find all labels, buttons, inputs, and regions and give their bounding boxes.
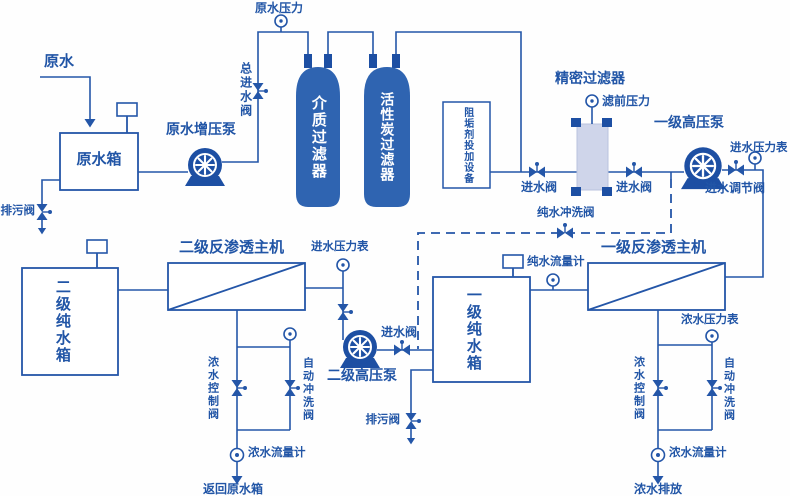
stage1-conc-pressure-gauge-icon bbox=[705, 329, 719, 343]
pipe-raw-inlet bbox=[40, 76, 91, 119]
conc-discharge-label: 浓水排放 bbox=[634, 482, 683, 496]
raw-water-tank-box bbox=[59, 132, 139, 191]
stage1-tank-drain-valve-label: 排污阀 bbox=[365, 414, 401, 426]
pipe-filter2-to-main bbox=[395, 31, 522, 172]
inlet-valve-right-icon bbox=[625, 161, 643, 179]
media-filter-label: 介质过滤器 bbox=[309, 94, 327, 180]
pipe-filter1-to-filter2 bbox=[327, 31, 374, 55]
inlet-valve-left-icon bbox=[528, 161, 546, 179]
stage2-conc-branch-gauge-icon bbox=[283, 327, 297, 341]
raw-booster-pump-icon bbox=[183, 146, 227, 188]
raw-water-tank-label: 原水箱 bbox=[76, 151, 122, 168]
pipe-pure-water-flush-dashed bbox=[417, 179, 672, 349]
raw-tank-drain-valve-icon bbox=[35, 203, 53, 221]
stage1-ro-unit-box bbox=[587, 262, 726, 311]
carbon-filter-label: 活性炭过滤器 bbox=[379, 92, 396, 182]
stage1-auto-flush-valve-icon bbox=[705, 379, 723, 397]
stage1-permeate-flow-meter-label: 纯水流量计 bbox=[527, 256, 585, 268]
stage2-conc-control-valve-label: 浓水控制阀 bbox=[206, 356, 219, 421]
raw-booster-pump-label: 原水增压泵 bbox=[166, 121, 236, 137]
stage1-permeate-flow-meter-icon bbox=[546, 273, 560, 287]
inlet-regulating-valve-icon bbox=[727, 159, 745, 177]
prefilter-pressure-label: 滤前压力 bbox=[602, 94, 651, 108]
stage1-hp-pump-label: 一级高压泵 bbox=[654, 114, 724, 130]
antiscalant-doser-box bbox=[442, 101, 491, 189]
stage1-conc-flow-meter-label: 浓水流量计 bbox=[669, 447, 727, 459]
inlet-valve-left-label: 进水阀 bbox=[521, 180, 558, 194]
precision-filter-vessel bbox=[571, 107, 612, 196]
stage1-conc-flow-meter-icon bbox=[650, 447, 666, 463]
carbon-filter-vessel bbox=[364, 54, 410, 207]
stage1-inlet-pressure-label: 进水压力表 bbox=[730, 142, 788, 154]
stage2-conc-control-valve-icon bbox=[230, 379, 248, 397]
stage2-inlet-pressure-gauge-icon bbox=[336, 258, 350, 272]
stage2-hp-pump-icon bbox=[338, 328, 382, 370]
stage1-pure-tank-box bbox=[432, 276, 531, 383]
stage2-auto-flush-valve-icon bbox=[283, 379, 301, 397]
stage1-conc-pressure-label: 浓水压力表 bbox=[681, 314, 739, 326]
inlet-valve-right-label: 进水阀 bbox=[616, 180, 653, 194]
stage1-tank-inlet-valve-icon bbox=[393, 339, 411, 357]
main-inlet-valve-label: 总进水阀 bbox=[238, 62, 253, 118]
stage1-conc-control-valve-label: 浓水控制阀 bbox=[632, 356, 645, 421]
stage2-auto-flush-valve-label: 自动冲洗阀 bbox=[301, 357, 314, 422]
stage2-ro-unit-label: 二级反渗透主机 bbox=[179, 239, 285, 256]
stage2-hp-pump-label: 二级高压泵 bbox=[327, 367, 397, 383]
stage2-conc-flow-meter-label: 浓水流量计 bbox=[248, 447, 306, 459]
stage2-pure-tank-box bbox=[21, 267, 119, 376]
pure-water-flush-valve-icon bbox=[556, 222, 574, 240]
stage2-ro-unit-box bbox=[167, 262, 306, 311]
stage2-inlet-pressure-label: 进水压力表 bbox=[311, 241, 369, 253]
stage2-pump-discharge-valve-icon bbox=[336, 303, 354, 321]
prefilter-pressure-gauge-icon bbox=[585, 94, 599, 108]
stage1-tank-drain-arrow-icon bbox=[406, 438, 416, 445]
raw-water-pressure-gauge-icon bbox=[274, 14, 288, 28]
inlet-regulating-valve-label: 进水调节阀 bbox=[705, 181, 766, 195]
pipe-booster-discharge bbox=[222, 31, 309, 163]
return-raw-tank-label: 返回原水箱 bbox=[203, 482, 264, 496]
main-inlet-valve-icon bbox=[251, 82, 269, 100]
stage2-conc-flow-meter-icon bbox=[229, 447, 245, 463]
precision-filter-label: 精密过滤器 bbox=[555, 70, 625, 86]
pipe-tank1-drain bbox=[410, 369, 433, 438]
stage1-tank-drain-valve-icon bbox=[404, 412, 422, 430]
raw-water-pressure-label: 原水压力 bbox=[255, 1, 304, 15]
stage1-pure-tank-label: 一级纯水箱 bbox=[464, 287, 482, 372]
stage1-auto-flush-valve-label: 自动冲洗阀 bbox=[722, 357, 735, 422]
raw-tank-drain-valve-label: 排污阀 bbox=[0, 205, 36, 217]
raw-drain-arrow-icon bbox=[37, 228, 47, 235]
antiscalant-doser-label: 阻垢剂投加设备 bbox=[461, 106, 473, 184]
stage1-conc-control-valve-icon bbox=[651, 379, 669, 397]
pipe-hp2-discharge bbox=[305, 271, 344, 340]
media-filter-vessel bbox=[296, 54, 340, 207]
stage1-tank-inlet-valve-label: 进水阀 bbox=[381, 325, 418, 339]
pure-water-flush-valve-label: 纯水冲洗阀 bbox=[537, 207, 595, 219]
stage1-ro-unit-label: 一级反渗透主机 bbox=[601, 239, 707, 256]
raw-inlet-arrow-icon bbox=[84, 119, 96, 128]
raw-water-label: 原水 bbox=[44, 53, 75, 70]
stage2-pure-tank-label: 二级纯水箱 bbox=[53, 279, 71, 364]
